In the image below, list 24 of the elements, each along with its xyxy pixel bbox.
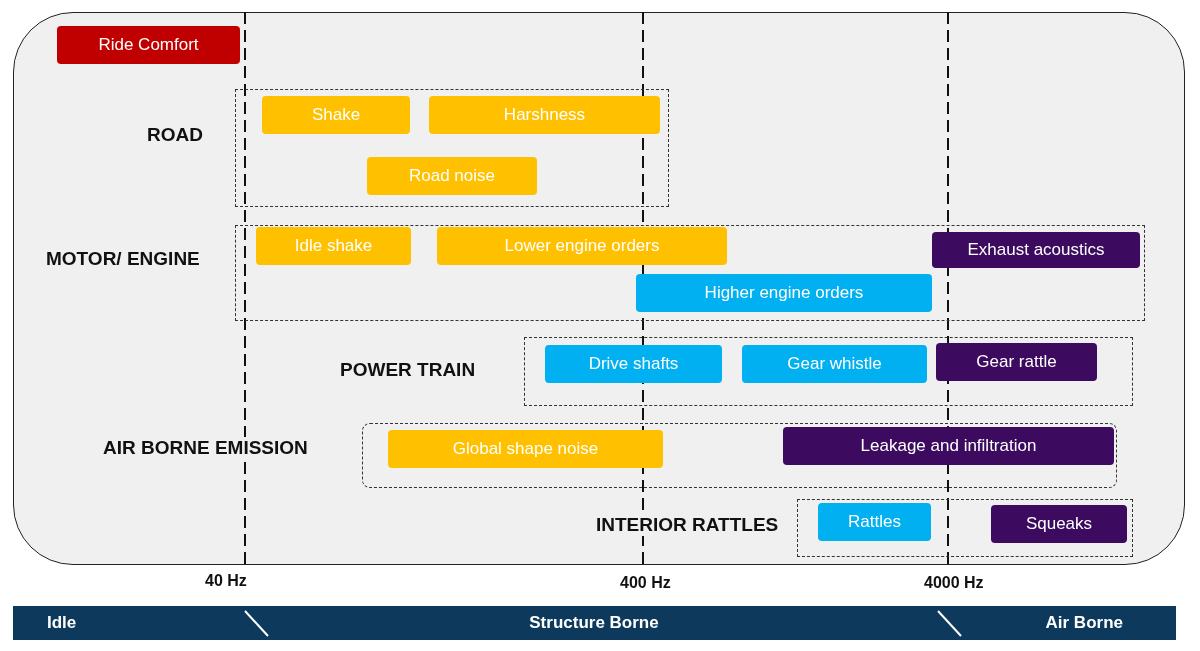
noise-source-bar: Global shape noise: [388, 430, 663, 468]
noise-source-bar: Harshness: [429, 96, 660, 134]
noise-source-bar: Road noise: [367, 157, 537, 195]
band-label: Structure Borne: [528, 613, 660, 633]
frequency-label: 4000 Hz: [924, 574, 984, 592]
category-tag: Ride Comfort: [57, 26, 240, 64]
noise-source-bar: Rattles: [818, 503, 931, 541]
group-heading: INTERIOR RATTLES: [594, 514, 781, 536]
group-heading: AIR BORNE EMISSION: [101, 437, 310, 459]
frequency-band-bar: [13, 606, 1176, 640]
frequency-label: 400 Hz: [620, 574, 671, 592]
band-label: Idle: [47, 613, 77, 633]
noise-source-bar: Lower engine orders: [437, 227, 727, 265]
frequency-label: 40 Hz: [205, 572, 247, 590]
noise-source-bar: Idle shake: [256, 227, 411, 265]
band-label: Air Borne: [1045, 613, 1123, 633]
noise-source-bar: Exhaust acoustics: [932, 232, 1140, 268]
noise-source-bar: Gear whistle: [742, 345, 927, 383]
noise-source-bar: Shake: [262, 96, 410, 134]
noise-source-bar: Squeaks: [991, 505, 1127, 543]
noise-source-bar: Leakage and infiltration: [783, 427, 1114, 465]
noise-source-bar: Drive shafts: [545, 345, 722, 383]
noise-source-bar: Gear rattle: [936, 343, 1097, 381]
noise-source-bar: Higher engine orders: [636, 274, 932, 312]
